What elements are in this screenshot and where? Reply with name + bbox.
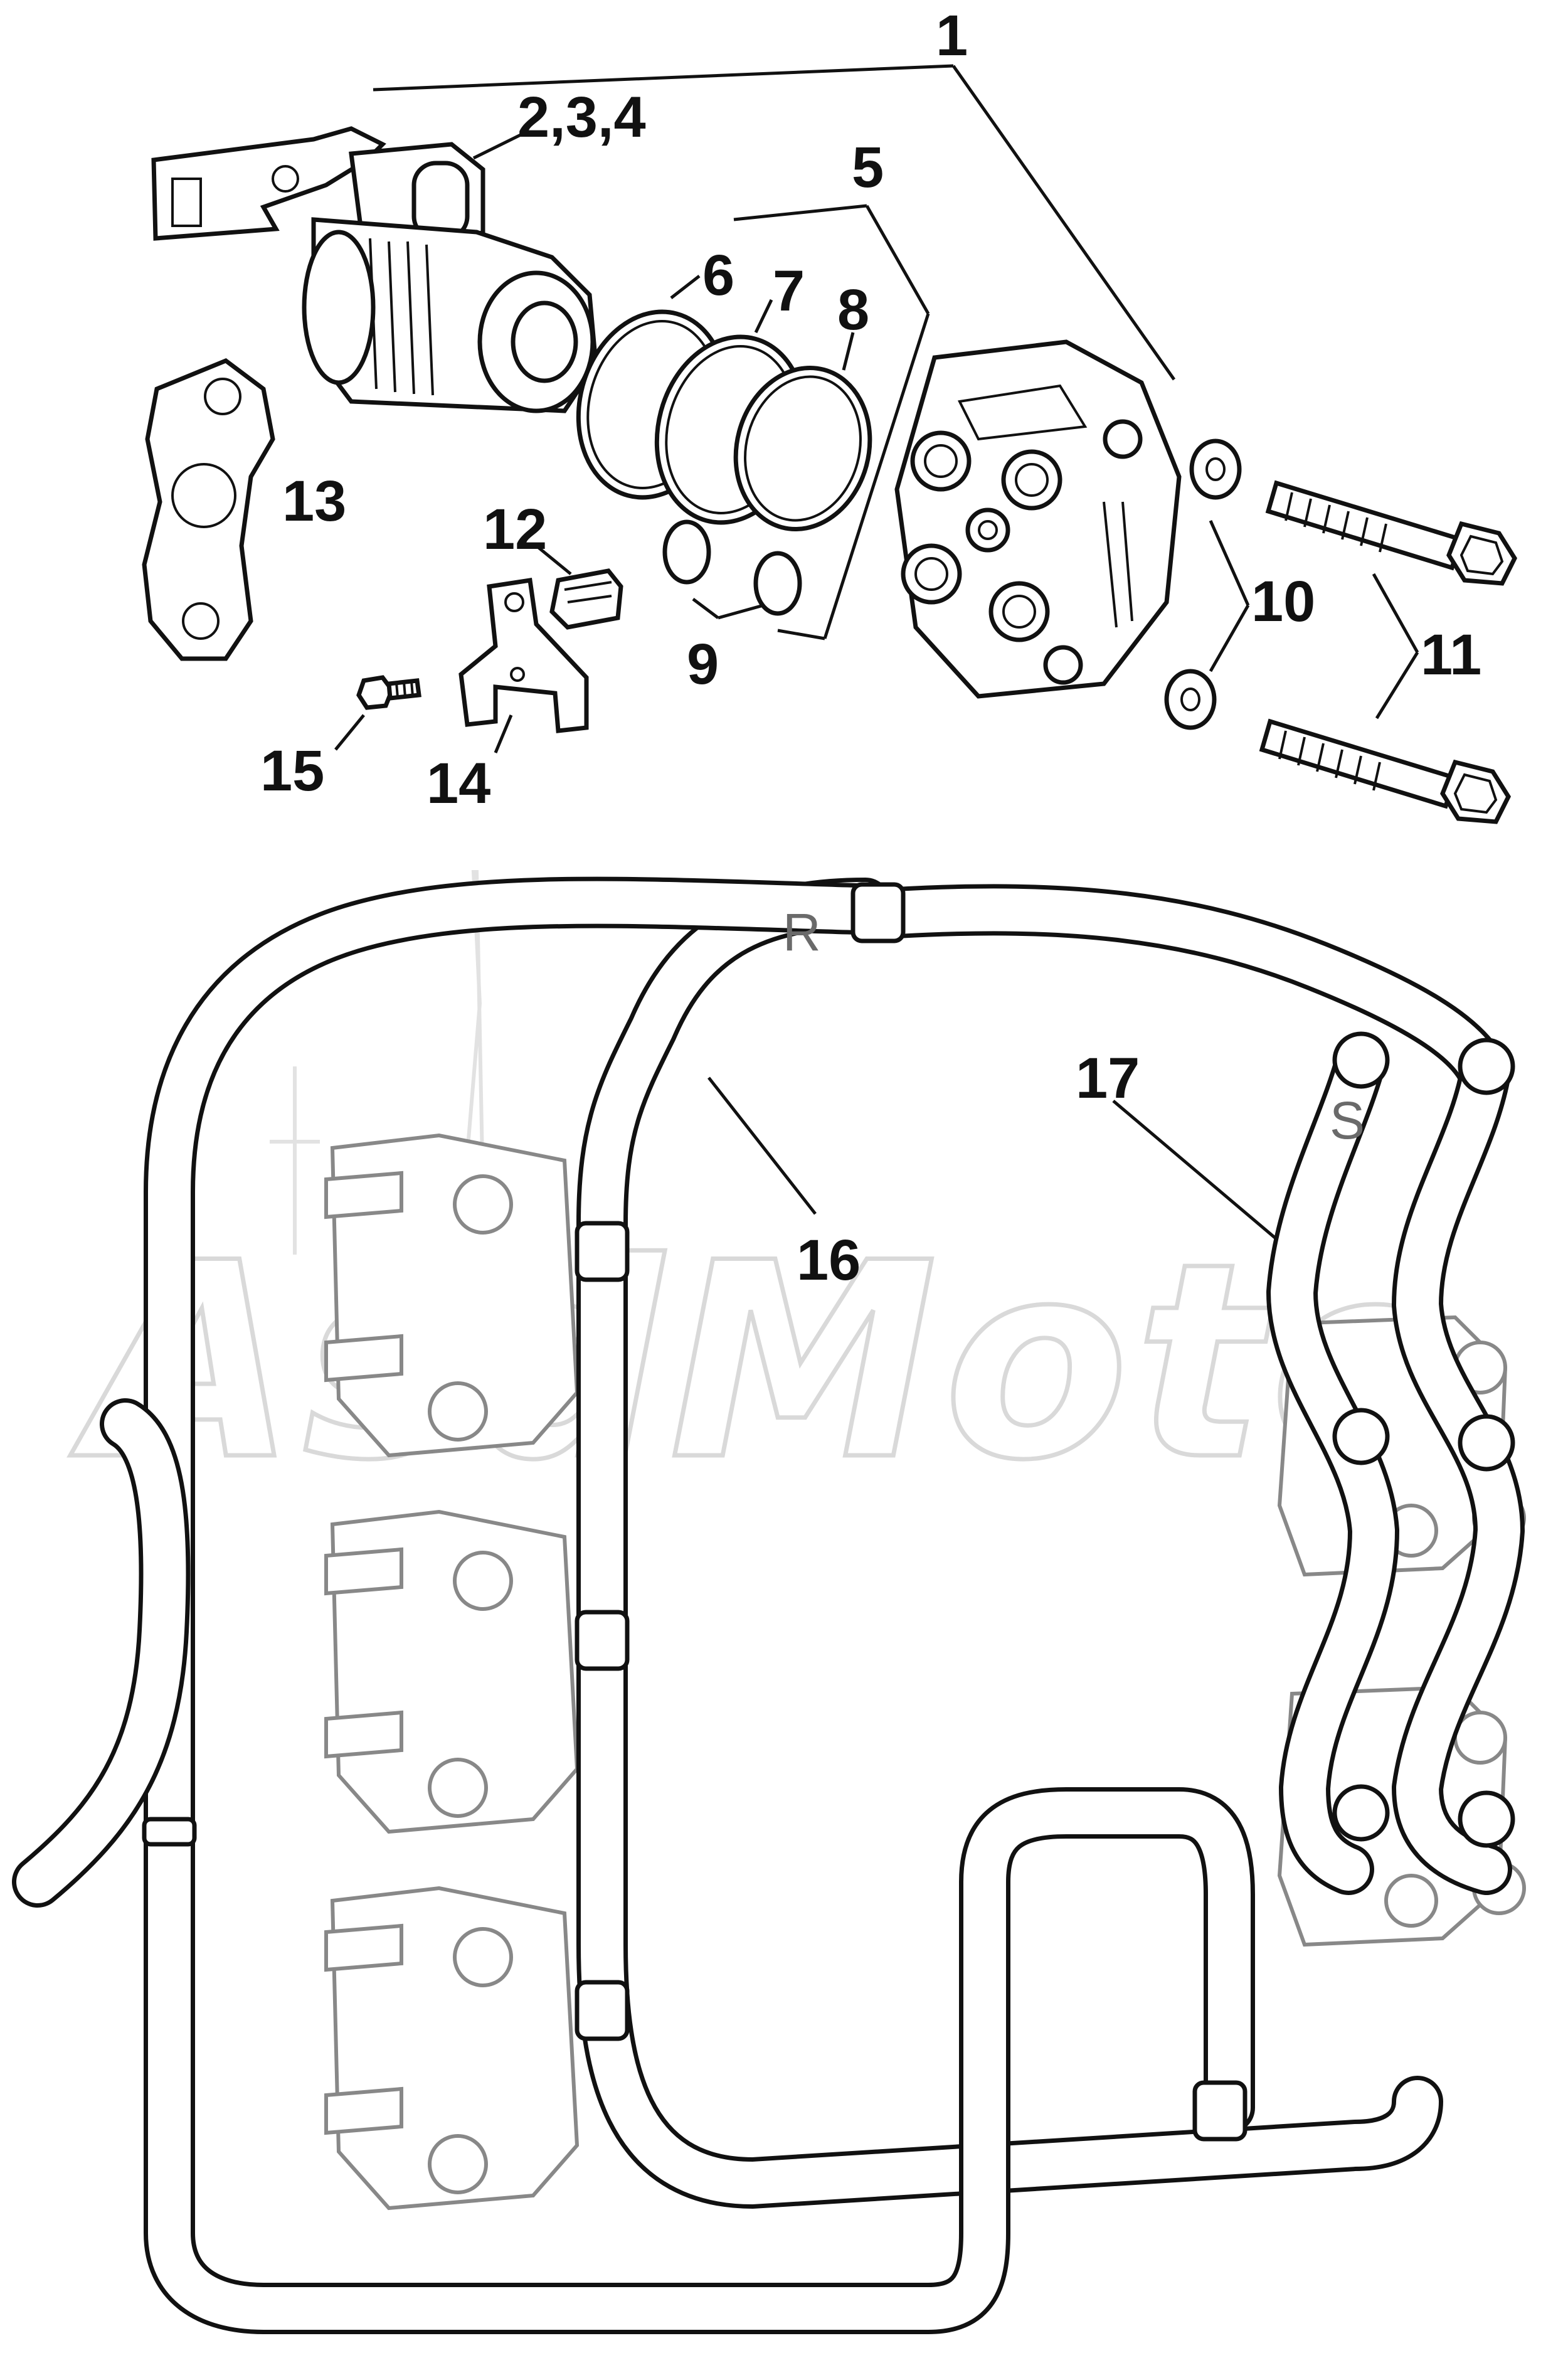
- callout-14: 14: [426, 752, 490, 815]
- o-rings-9: [662, 519, 802, 616]
- hose-17: [1266, 1034, 1525, 1895]
- calipers-left: [324, 1133, 580, 2211]
- watermark: AsdMoto: [65, 870, 1461, 1522]
- callout-15: 15: [260, 739, 324, 803]
- clip-12: [549, 568, 623, 630]
- screw-15: [356, 675, 421, 710]
- caliper-middle: [324, 1509, 580, 1834]
- callout-8: 8: [837, 278, 869, 342]
- washers-10: [1164, 438, 1242, 730]
- callout-11: 11: [1421, 623, 1481, 687]
- callout-5: 5: [852, 135, 884, 199]
- cover-body: [894, 339, 1182, 699]
- bracket-14: [458, 578, 589, 733]
- callout-10: 10: [1251, 570, 1315, 634]
- callout-6: 6: [702, 243, 734, 307]
- caliper-bottom: [324, 1886, 580, 2211]
- rings-6-7-8: [576, 309, 872, 531]
- callout-9: 9: [687, 632, 719, 696]
- callout-17: 17: [1076, 1046, 1140, 1110]
- main-loop-hose: [12, 876, 1506, 2334]
- callout-7: 7: [773, 259, 805, 323]
- hose-clamps: [142, 882, 1515, 2142]
- hose-marker-s: S: [1330, 1091, 1365, 1150]
- leader-lines: [334, 64, 1419, 1240]
- callout-2-3-4: 2,3,4: [517, 85, 646, 149]
- solenoid-assembly: [151, 126, 598, 413]
- bolts-11: [1259, 480, 1518, 824]
- hose-marker-r: R: [783, 903, 821, 962]
- callout-12: 12: [483, 497, 547, 561]
- gasket-13: [142, 358, 275, 661]
- callout-13: 13: [282, 469, 346, 533]
- callout-1: 1: [936, 4, 968, 68]
- callout-16: 16: [797, 1228, 861, 1292]
- callouts: 1 2,3,4 5 6 7 8 9 10 11 12 13 14 15 16 1…: [260, 4, 1481, 1292]
- caliper-top: [324, 1133, 580, 1458]
- watermark-text: AsdMoto: [66, 1206, 1461, 1519]
